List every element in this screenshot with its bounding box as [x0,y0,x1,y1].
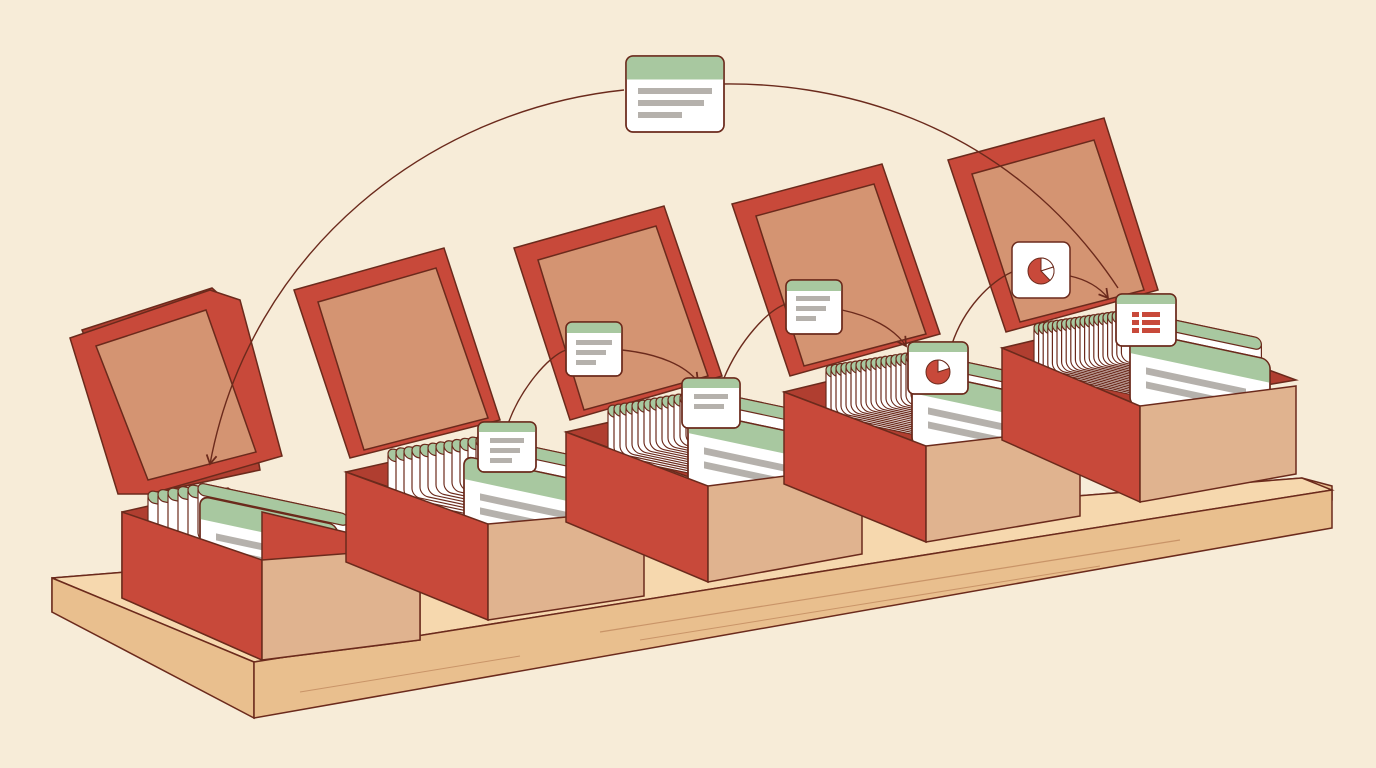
tab-card-box-4 [907,341,969,395]
tab-card-box-5 [1115,293,1177,347]
arrow-box-2-to-box-3 [507,349,567,425]
card-returning-to-box-1 [625,55,725,133]
table-icon [1132,312,1160,333]
text-lines-icon [638,88,712,118]
text-lines-icon [490,438,524,463]
pie-chart-icon [925,359,951,385]
tab-card-box-2 [477,421,537,473]
arrow-box-3-to-box-4 [723,303,787,379]
text-lines-icon [694,394,728,409]
arrow-return-to-box-1 [719,83,1119,289]
pie-chart-icon [1027,257,1055,285]
arrow-return-to-box-1-left [205,89,625,466]
arrow-box-4-to-box-5-right [1069,275,1110,300]
card-box-3-to-box-4 [785,279,843,335]
tab-card-box-3 [681,377,741,429]
arrow-box-3-to-box-4-right [841,309,907,348]
arrow-box-4-to-box-5 [951,271,1013,345]
card-box-4-to-box-5 [1011,241,1071,299]
card-box-2-to-box-3 [565,321,623,377]
text-lines-icon [796,296,830,321]
text-lines-icon [576,340,612,365]
